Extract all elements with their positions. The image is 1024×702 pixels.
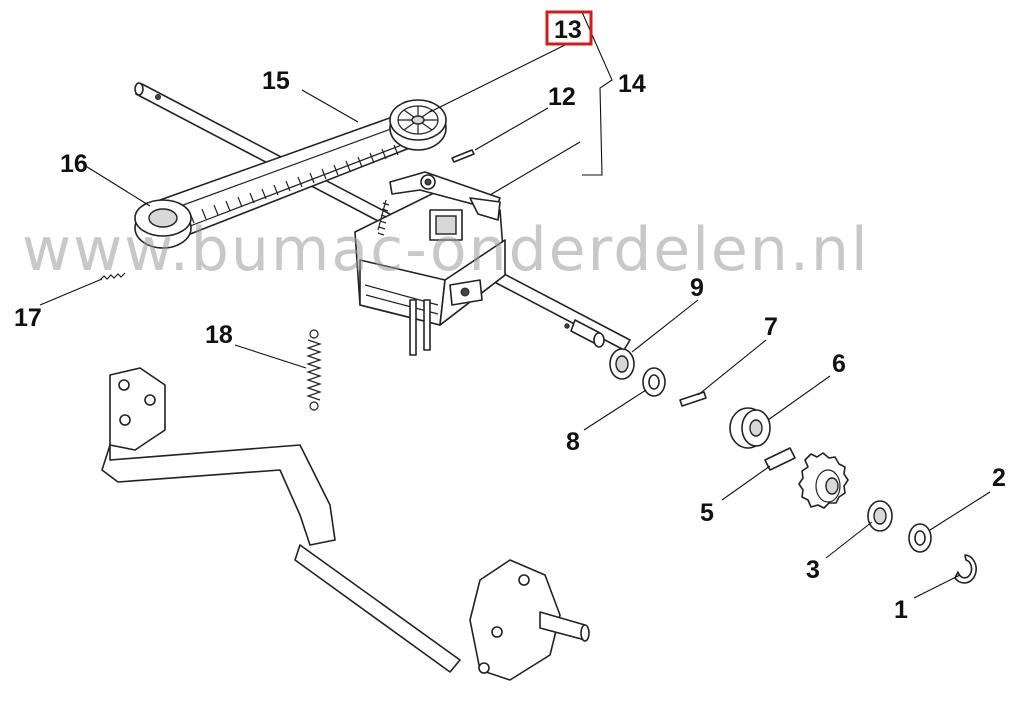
bushing-3 bbox=[867, 500, 893, 532]
callout-8: 8 bbox=[566, 428, 580, 456]
pinion-gear bbox=[798, 452, 849, 509]
highlight-box-13 bbox=[545, 10, 593, 46]
callout-5: 5 bbox=[700, 499, 714, 527]
belt-teeth bbox=[189, 144, 399, 224]
small-spring bbox=[99, 272, 126, 281]
watermark-text: www.bumac-onderdelen.nl bbox=[22, 215, 870, 285]
bushing-9 bbox=[609, 348, 635, 380]
callout-18: 18 bbox=[205, 321, 233, 349]
pin bbox=[451, 149, 475, 163]
callout-1: 1 bbox=[894, 596, 908, 624]
lever-frame bbox=[101, 367, 590, 681]
roller-6 bbox=[729, 407, 771, 449]
callout-6: 6 bbox=[832, 350, 846, 378]
extension-spring bbox=[306, 329, 322, 411]
callout-15: 15 bbox=[262, 67, 290, 95]
callout-7: 7 bbox=[764, 313, 778, 341]
callout-14: 14 bbox=[618, 70, 646, 98]
pin-7 bbox=[679, 391, 707, 407]
washer-2 bbox=[908, 523, 932, 553]
callout-3: 3 bbox=[806, 556, 820, 584]
callout-17: 17 bbox=[14, 304, 42, 332]
gearbox bbox=[354, 171, 506, 356]
washer-8 bbox=[642, 367, 666, 397]
callout-13: 13 bbox=[554, 16, 582, 44]
callout-2: 2 bbox=[992, 464, 1006, 492]
callout-9: 9 bbox=[690, 274, 704, 302]
callout-16: 16 bbox=[60, 150, 88, 178]
leader-lines bbox=[39, 11, 991, 599]
callout-12: 12 bbox=[548, 83, 576, 111]
circlip-1 bbox=[954, 554, 977, 584]
large-pulley bbox=[389, 99, 447, 151]
small-pulley bbox=[134, 199, 192, 249]
